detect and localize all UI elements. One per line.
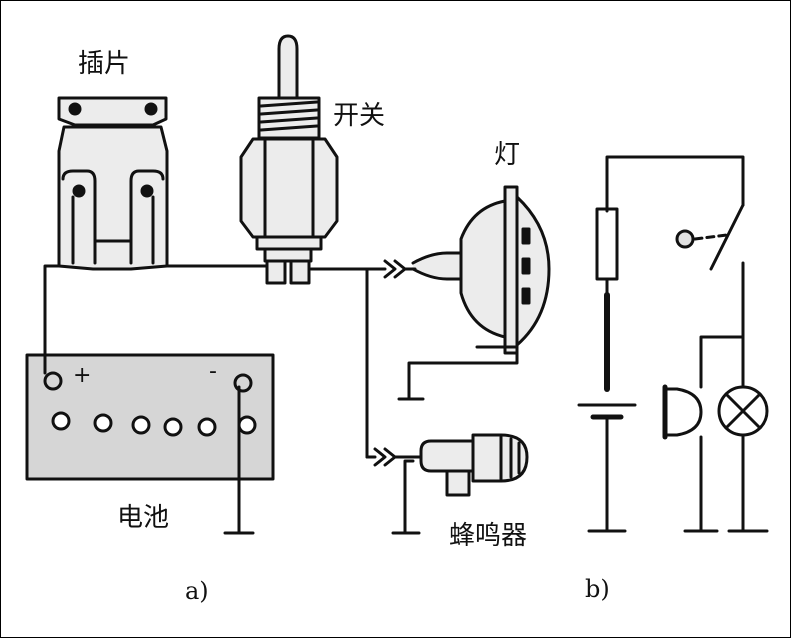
lamp	[397, 185, 551, 401]
battery-minus-sign: -	[209, 359, 217, 384]
schematic-b	[577, 155, 769, 533]
battery	[25, 353, 275, 481]
battery-label: 电池	[117, 503, 170, 533]
caption-a: a)	[185, 577, 209, 605]
toggle-switch	[239, 34, 339, 285]
battery-plus-sign: +	[73, 363, 92, 388]
switch-label: 开关	[333, 101, 386, 131]
wiring-a	[43, 259, 423, 535]
plug-label: 插片	[78, 49, 131, 79]
lamp-label: 灯	[494, 140, 521, 170]
caption-b: b)	[585, 575, 610, 603]
buzzer	[391, 433, 529, 535]
plug-connector	[57, 96, 169, 271]
buzzer-label: 蜂鸣器	[449, 521, 528, 551]
